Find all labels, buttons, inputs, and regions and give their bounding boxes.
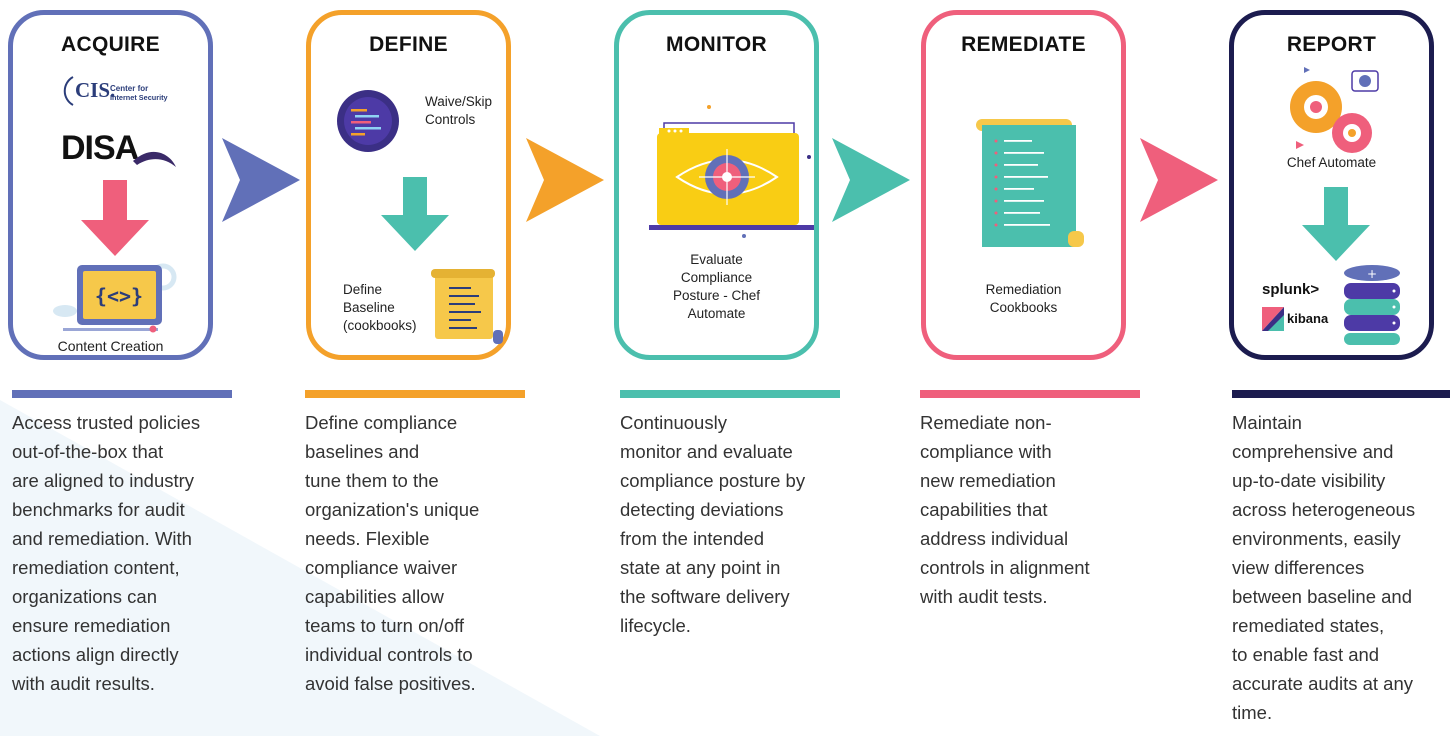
waive-skip-label: Waive/Skip Controls bbox=[425, 94, 493, 127]
database-icon: + bbox=[1344, 265, 1400, 345]
stage-monitor: MONITOR Evaluate Compliance Posture - Ch… bbox=[614, 10, 819, 360]
evaluate-compliance-label: Evaluate Compliance Posture - Chef Autom… bbox=[672, 252, 761, 321]
stage-title: ACQUIRE bbox=[61, 33, 160, 56]
report-illustration: + bbox=[1262, 67, 1400, 345]
monitor-bar bbox=[620, 390, 840, 398]
stage-define: DEFINE Waive/Skip Controls Define Base bbox=[306, 10, 511, 360]
stage-title: MONITOR bbox=[666, 33, 767, 56]
stage-title: DEFINE bbox=[369, 33, 448, 56]
define-bar bbox=[305, 390, 525, 398]
down-arrow-icon bbox=[81, 180, 149, 256]
stage-acquire: ACQUIRE CIS. Center for Internet Securit… bbox=[8, 10, 213, 360]
baseline-scroll-icon bbox=[431, 269, 503, 344]
remediate-description: Remediate non- compliance with new remed… bbox=[920, 408, 1150, 611]
cookbook-scroll-icon bbox=[976, 119, 1084, 247]
remediate-illustration bbox=[976, 119, 1084, 247]
svg-text:{<>}: {<>} bbox=[95, 284, 143, 308]
down-arrow-icon bbox=[381, 177, 449, 251]
svg-text:Internet Security: Internet Security bbox=[110, 93, 169, 102]
chevron-arrow-icon bbox=[1140, 138, 1218, 222]
acquire-bar bbox=[12, 390, 232, 398]
code-circle-icon bbox=[337, 90, 399, 152]
chevron-arrow-icon bbox=[832, 138, 910, 222]
monitor-illustration bbox=[649, 105, 814, 238]
description-text: Remediate non- compliance with new remed… bbox=[920, 412, 1090, 607]
report-bar bbox=[1232, 390, 1450, 398]
stage-title: REPORT bbox=[1286, 33, 1377, 56]
remediation-cookbooks-label: Remediation Cookbooks bbox=[985, 282, 1062, 315]
monitor-description: Continuously monitor and evaluate compli… bbox=[620, 408, 850, 640]
define-illustration bbox=[337, 90, 503, 344]
description-text: Access trusted policies out-of-the-box t… bbox=[12, 412, 201, 694]
code-laptop-icon: {<>} bbox=[53, 263, 177, 333]
gears-icon bbox=[1290, 67, 1379, 153]
disa-logo-text: DISA bbox=[61, 129, 139, 167]
define-baseline-label: Define Baseline (cookbooks) bbox=[343, 282, 417, 333]
kibana-logo: kibana bbox=[1287, 311, 1329, 326]
cis-logo: CIS. Center for Internet Security bbox=[63, 76, 169, 106]
remediate-bar bbox=[920, 390, 1140, 398]
svg-text:+: + bbox=[1367, 267, 1377, 281]
svg-text:Center for: Center for bbox=[110, 84, 148, 93]
acquire-illustration: CIS. Center for Internet Security DISA {… bbox=[53, 76, 177, 333]
chevron-arrow-icon bbox=[526, 138, 604, 222]
disa-logo: DISA bbox=[61, 129, 176, 167]
eye-monitor-icon bbox=[649, 105, 814, 238]
chef-automate-label: Chef Automate bbox=[1286, 155, 1377, 170]
description-text: Continuously monitor and evaluate compli… bbox=[620, 412, 806, 636]
chevron-arrow-icon bbox=[222, 138, 300, 222]
stage-title: REMEDIATE bbox=[961, 33, 1086, 56]
acquire-description: Access trusted policies out-of-the-box t… bbox=[12, 408, 242, 698]
define-description: Define compliance baselines and tune the… bbox=[305, 408, 535, 698]
stage-remediate: REMEDIATE Remediation Cookbooks bbox=[921, 10, 1126, 360]
splunk-logo: splunk> bbox=[1262, 281, 1320, 298]
cis-logo-text: CIS. bbox=[75, 78, 115, 102]
description-text: Maintain comprehensive and up-to-date vi… bbox=[1232, 412, 1416, 723]
kibana-logo-icon bbox=[1262, 307, 1284, 331]
down-arrow-icon bbox=[1302, 187, 1370, 261]
description-text: Define compliance baselines and tune the… bbox=[305, 412, 480, 694]
stage-report: REPORT + bbox=[1229, 10, 1434, 360]
report-description: Maintain comprehensive and up-to-date vi… bbox=[1232, 408, 1450, 727]
content-creation-label: Content Creation bbox=[57, 338, 164, 354]
